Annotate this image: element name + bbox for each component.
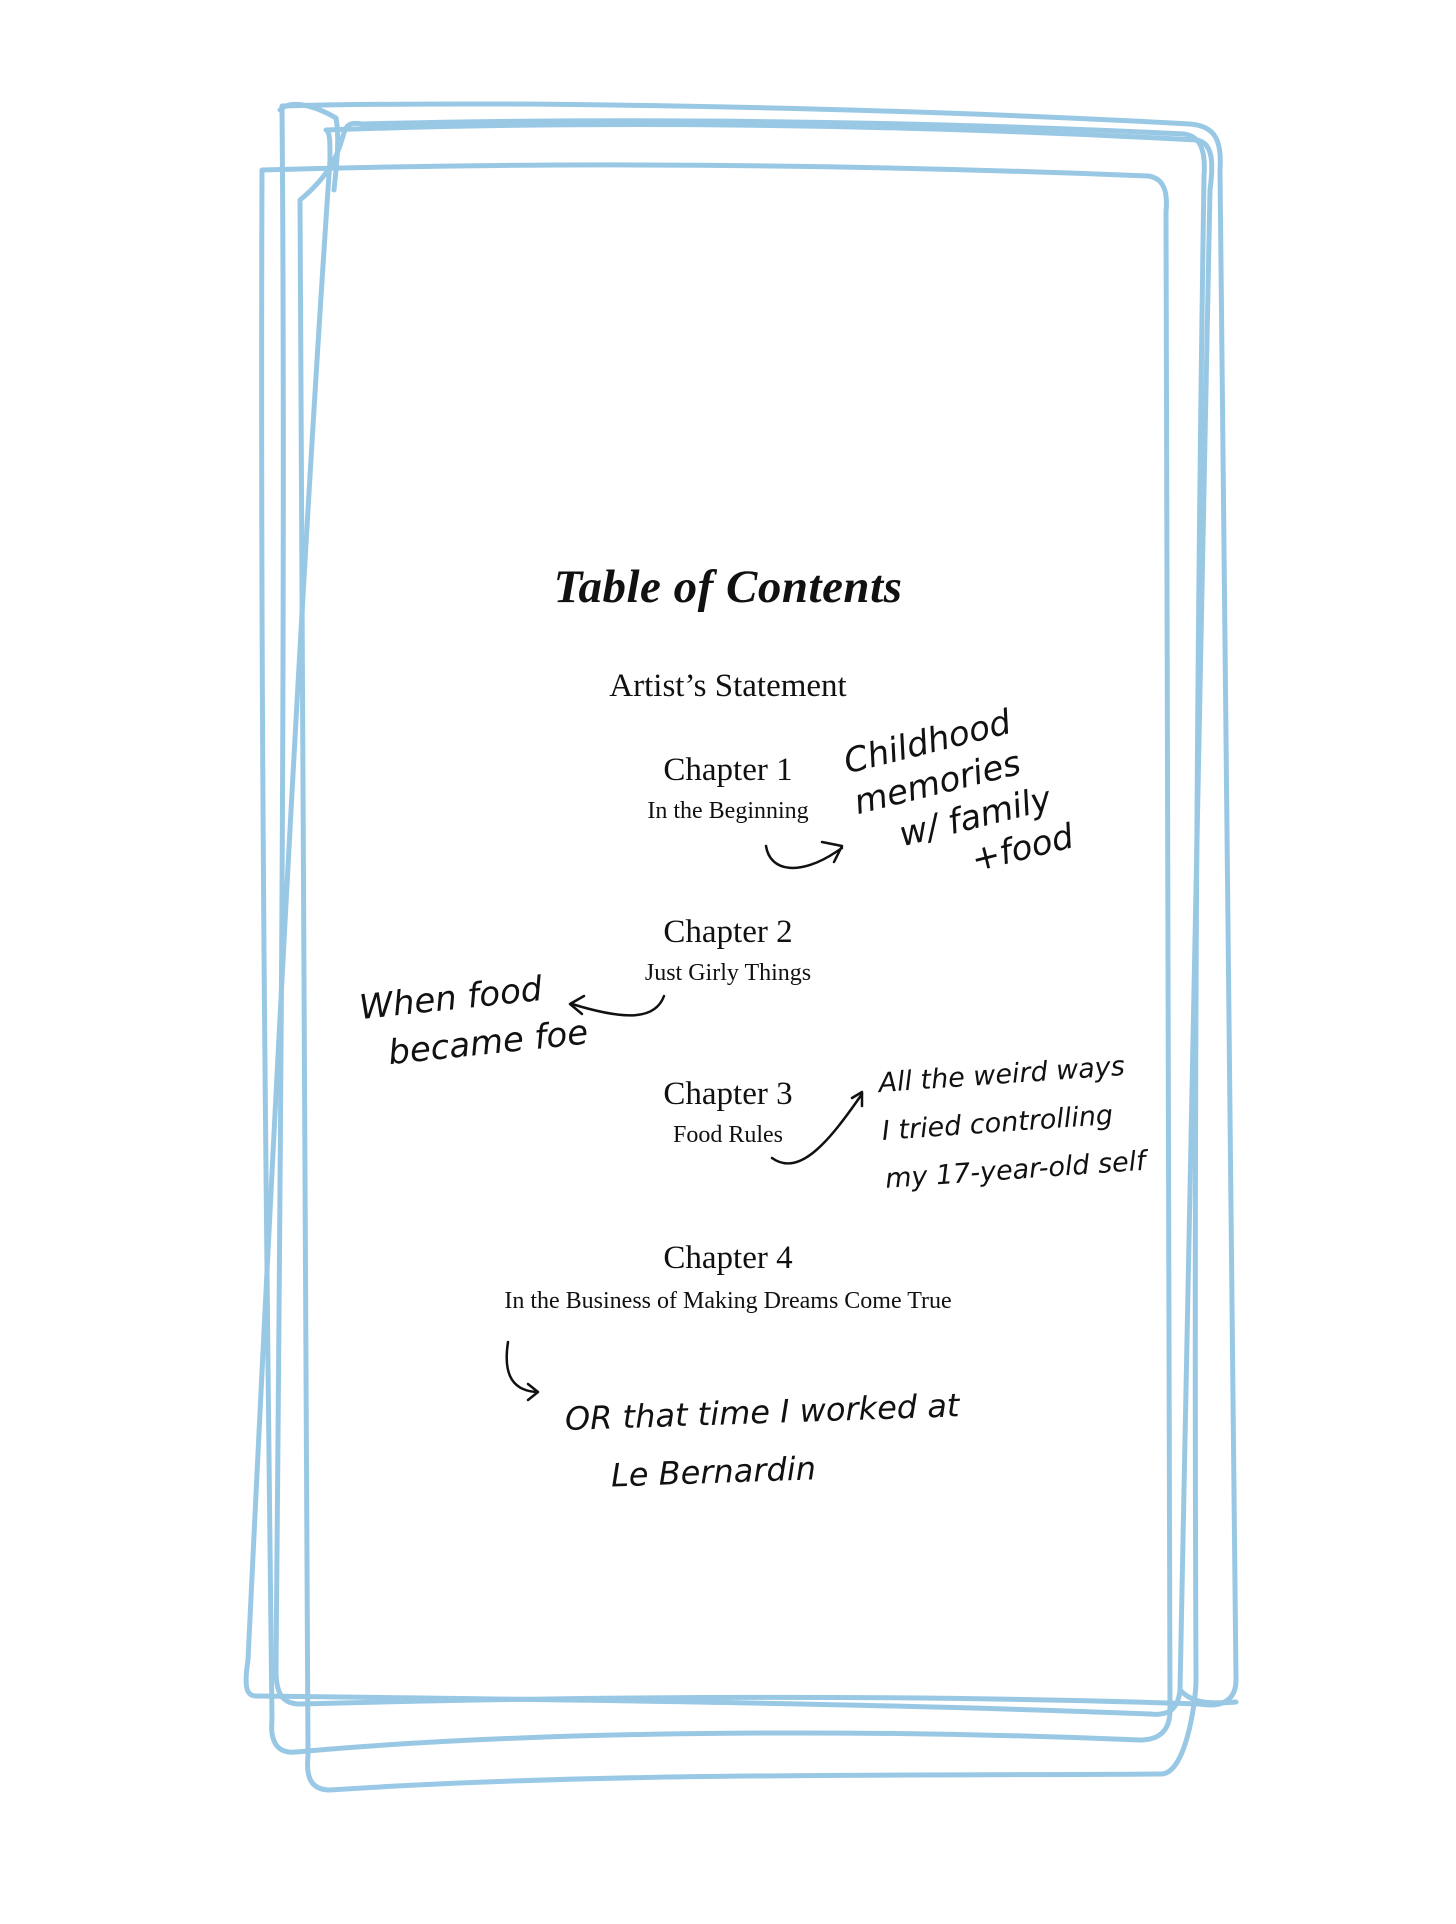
frame-line-6 xyxy=(1177,1687,1239,1706)
chapter-3-handwritten-note: All the weird ways I tried controlling m… xyxy=(877,1042,1147,1204)
page-title: Table of Contents xyxy=(553,561,903,613)
frame-line-2 xyxy=(259,162,1174,1755)
chapter-3-subtitle: Food Rules xyxy=(672,1122,783,1148)
frame-line-4 xyxy=(297,118,1207,1793)
chapter-4-heading: Chapter 4 xyxy=(663,1240,793,1276)
chapter-2-subtitle: Just Girly Things xyxy=(644,960,812,986)
chapter-1-subtitle: In the Beginning xyxy=(647,798,809,824)
chapter-4-handwritten-note: OR that time I worked at Le Bernardin xyxy=(564,1376,962,1506)
artist-statement-entry: Artist’s Statement xyxy=(609,668,847,704)
chapter-4-subtitle: In the Business of Making Dreams Come Tr… xyxy=(504,1288,952,1314)
frame-line-5 xyxy=(277,102,341,193)
chapter-1-heading: Chapter 1 xyxy=(663,752,793,788)
chapter-3-heading: Chapter 3 xyxy=(663,1076,793,1112)
chapter-2-heading: Chapter 2 xyxy=(663,914,793,950)
